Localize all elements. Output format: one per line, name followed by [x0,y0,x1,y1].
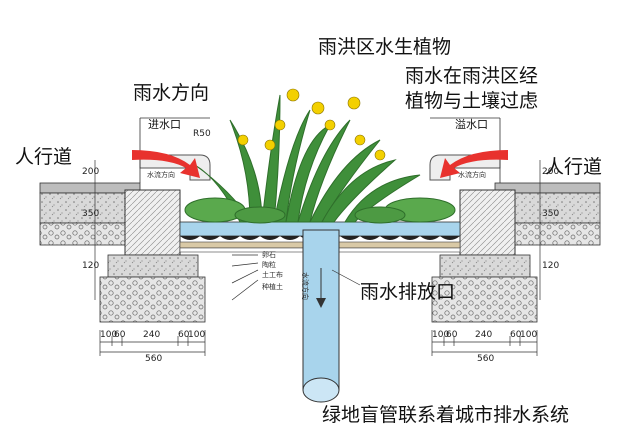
layer-label: 陶粒 [262,261,276,269]
dim-right-part: 100 [432,330,450,340]
dim-left-total: 560 [145,354,163,364]
flow-arrows [132,150,508,178]
inlet-label: 进水口 [148,118,181,131]
dim-right-part: 240 [475,330,493,340]
sidewalk-left-label: 人行道 [15,146,73,168]
leader-lines [140,117,500,301]
flow-direction-left: 水流方向 [147,171,175,179]
dim-left-part: 60 [114,330,126,340]
radius-label: R50 [193,129,211,139]
dim-left-part: 100 [100,330,118,340]
flow-direction-right: 水流方向 [458,171,486,179]
plants-title: 雨洪区水生植物 [318,36,452,58]
drain-pipe [302,229,340,403]
dim-left-part: 240 [143,330,161,340]
flow-direction-pipe: 水流方向 [301,272,309,300]
drain-system-label: 绿地盲管联系着城市排水系统 [322,404,570,426]
dim-right-350: 350 [542,209,560,219]
dim-right-120: 120 [542,261,560,271]
layer-label: 土工布 [262,271,283,279]
filtration-line-2: 植物与土壤过虑 [405,90,539,112]
filtration-line-1: 雨水在雨洪区经 [405,65,539,87]
iris-flowers [237,88,386,161]
dimension-lines [94,160,541,356]
layer-label: 种植土 [262,283,283,291]
rain-garden-plants [184,94,456,224]
dim-left-200: 200 [82,167,100,177]
rain-direction-label: 雨水方向 [133,82,210,104]
dim-right-part: 60 [510,330,522,340]
dim-left-part: 100 [188,330,206,340]
dim-right-total: 560 [477,354,495,364]
sidewalk-right-label: 人行道 [545,156,603,178]
dim-left-part: 60 [178,330,190,340]
dim-left-120: 120 [82,261,100,271]
left-pavement [39,182,206,323]
dim-left-350: 350 [82,209,100,219]
right-pavement [431,182,601,323]
dim-right-part: 100 [520,330,538,340]
layer-label: 卵石 [262,251,276,259]
overflow-label: 溢水口 [455,118,488,131]
dim-right-part: 60 [446,330,458,340]
outlet-label: 雨水排放口 [360,281,456,303]
dim-right-200: 200 [542,167,560,177]
